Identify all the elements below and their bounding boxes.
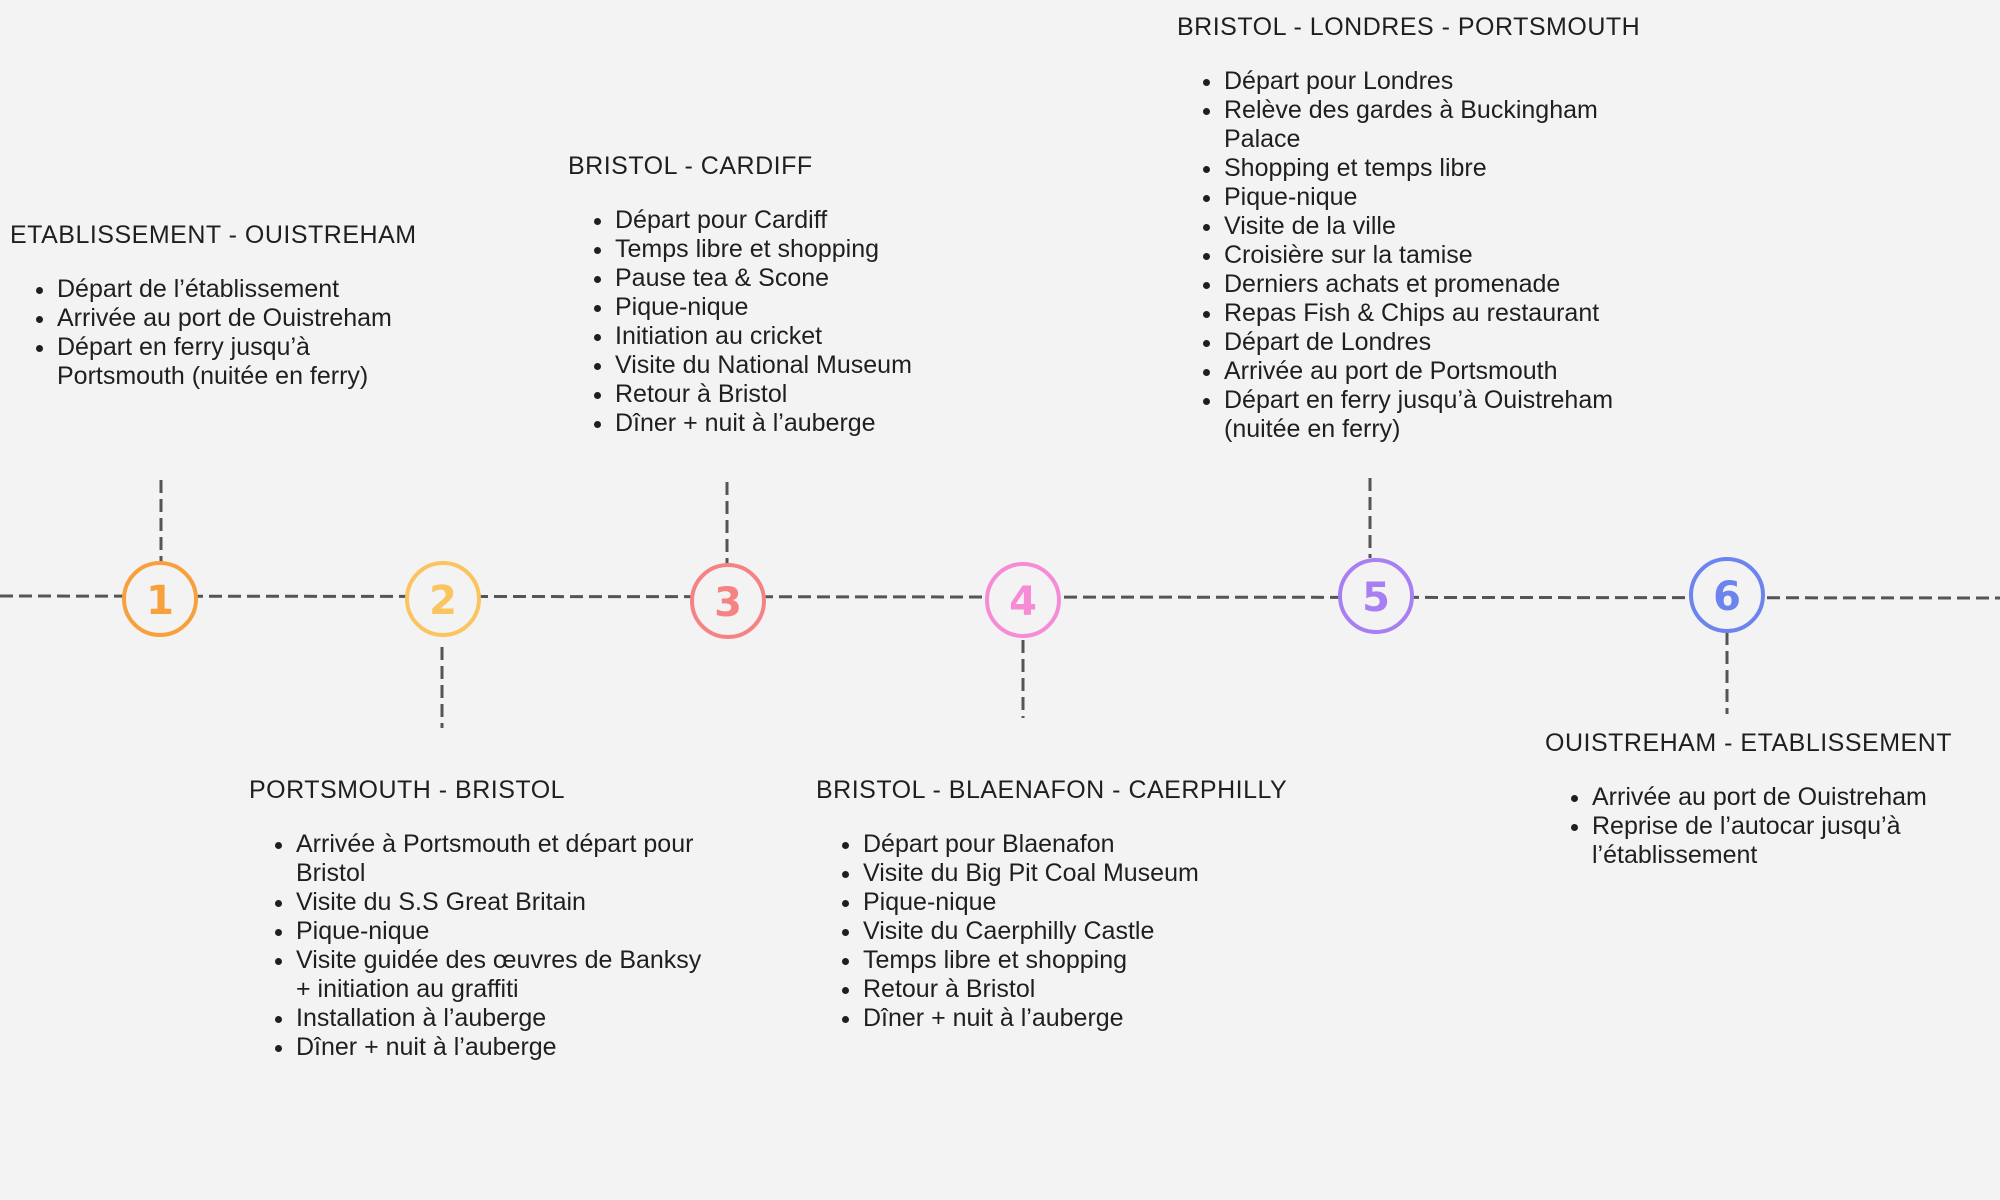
step-5-list-item: Relève des gardes à Buckingham Palace	[1224, 96, 1637, 154]
step-4-number: 4	[1009, 579, 1037, 625]
step-2-list-item: Visite guidée des œuvres de Banksy + ini…	[296, 946, 709, 1004]
step-2-number: 2	[429, 578, 457, 624]
step-5-list-item: Croisière sur la tamise	[1224, 241, 1637, 270]
step-1-circle	[122, 561, 198, 637]
step-3-list-item: Initiation au cricket	[615, 322, 988, 351]
step-6-block: OUISTREHAM - ETABLISSEMENT Arrivée au po…	[1545, 729, 1995, 870]
step-5-list-item: Départ pour Londres	[1224, 67, 1637, 96]
step-5-list-item: Arrivée au port de Portsmouth	[1224, 357, 1637, 386]
step-6-list-item: Arrivée au port de Ouistreham	[1592, 783, 1995, 812]
step-5-list-item: Shopping et temps libre	[1224, 154, 1637, 183]
step-4-list-item: Visite du Caerphilly Castle	[863, 917, 1316, 946]
step-5-marker: 5	[1338, 558, 1414, 634]
step-6-marker: 6	[1689, 557, 1765, 633]
step-5-list: Départ pour LondresRelève des gardes à B…	[1177, 67, 1637, 444]
step-3-list-item: Temps libre et shopping	[615, 235, 988, 264]
step-4-list-item: Départ pour Blaenafon	[863, 830, 1316, 859]
step-6-title: OUISTREHAM - ETABLISSEMENT	[1545, 729, 1953, 757]
step-3-list-item: Pique-nique	[615, 293, 988, 322]
step-4-title: BRISTOL - BLAENAFON - CAERPHILLY	[816, 776, 1288, 804]
step-2-list-item: Pique-nique	[296, 917, 709, 946]
step-2-list-item: Visite du S.S Great Britain	[296, 888, 709, 917]
step-1-list-item: Arrivée au port de Ouistreham	[57, 304, 430, 333]
step-3-title: BRISTOL - CARDIFF	[568, 152, 813, 180]
step-1-marker: 1	[122, 561, 198, 637]
step-5-circle	[1338, 558, 1414, 634]
step-1-block: ETABLISSEMENT - OUISTREHAM Départ de l’é…	[10, 221, 430, 391]
step-3-number: 3	[714, 580, 742, 626]
step-3-list-item: Retour à Bristol	[615, 380, 988, 409]
step-6-list-item: Reprise de l’autocar jusqu’à l’établisse…	[1592, 812, 1995, 870]
step-3-block: BRISTOL - CARDIFF Départ pour CardiffTem…	[568, 152, 988, 438]
step-1-list-item: Départ en ferry jusqu’à Portsmouth (nuit…	[57, 333, 430, 391]
step-4-list-item: Pique-nique	[863, 888, 1316, 917]
step-2-title: PORTSMOUTH - BRISTOL	[249, 776, 566, 804]
step-2-list: Arrivée à Portsmouth et départ pour Bris…	[249, 830, 709, 1062]
step-2-list-item: Installation à l’auberge	[296, 1004, 709, 1033]
step-6-list: Arrivée au port de OuistrehamReprise de …	[1545, 783, 1995, 870]
step-5-list-item: Derniers achats et promenade	[1224, 270, 1637, 299]
step-2-circle	[405, 561, 481, 637]
step-5-title: BRISTOL - LONDRES - PORTSMOUTH	[1177, 13, 1641, 41]
step-5-list-item: Visite de la ville	[1224, 212, 1637, 241]
step-5-list-item: Départ de Londres	[1224, 328, 1637, 357]
step-4-marker: 4	[985, 562, 1061, 638]
step-2-list-item: Dîner + nuit à l’auberge	[296, 1033, 709, 1062]
step-3-list-item: Dîner + nuit à l’auberge	[615, 409, 988, 438]
step-2-list-item: Arrivée à Portsmouth et départ pour Bris…	[296, 830, 709, 888]
step-5-number: 5	[1362, 575, 1390, 621]
step-3-circle	[690, 563, 766, 639]
step-5-list-item: Repas Fish & Chips au restaurant	[1224, 299, 1637, 328]
step-1-title: ETABLISSEMENT - OUISTREHAM	[10, 221, 417, 249]
step-3-list-item: Visite du National Museum	[615, 351, 988, 380]
step-2-marker: 2	[405, 561, 481, 637]
step-1-number: 1	[146, 578, 174, 624]
step-4-circle	[985, 562, 1061, 638]
step-5-block: BRISTOL - LONDRES - PORTSMOUTH Départ po…	[1177, 13, 1641, 444]
step-4-list-item: Visite du Big Pit Coal Museum	[863, 859, 1316, 888]
step-3-marker: 3	[690, 563, 766, 639]
step-3-list-item: Pause tea & Scone	[615, 264, 988, 293]
step-4-block: BRISTOL - BLAENAFON - CAERPHILLY Départ …	[816, 776, 1316, 1033]
step-1-list-item: Départ de l’établissement	[57, 275, 430, 304]
step-4-list-item: Retour à Bristol	[863, 975, 1316, 1004]
step-5-list-item: Départ en ferry jusqu’à Ouistreham (nuit…	[1224, 386, 1637, 444]
step-6-number: 6	[1713, 574, 1741, 620]
step-3-list-item: Départ pour Cardiff	[615, 206, 988, 235]
step-6-circle	[1689, 557, 1765, 633]
step-2-block: PORTSMOUTH - BRISTOL Arrivée à Portsmout…	[249, 776, 709, 1062]
step-4-list-item: Dîner + nuit à l’auberge	[863, 1004, 1316, 1033]
step-5-list-item: Pique-nique	[1224, 183, 1637, 212]
step-4-list-item: Temps libre et shopping	[863, 946, 1316, 975]
step-1-list: Départ de l’établissementArrivée au port…	[10, 275, 430, 391]
step-3-list: Départ pour CardiffTemps libre et shoppi…	[568, 206, 988, 438]
step-4-list: Départ pour BlaenafonVisite du Big Pit C…	[816, 830, 1316, 1033]
